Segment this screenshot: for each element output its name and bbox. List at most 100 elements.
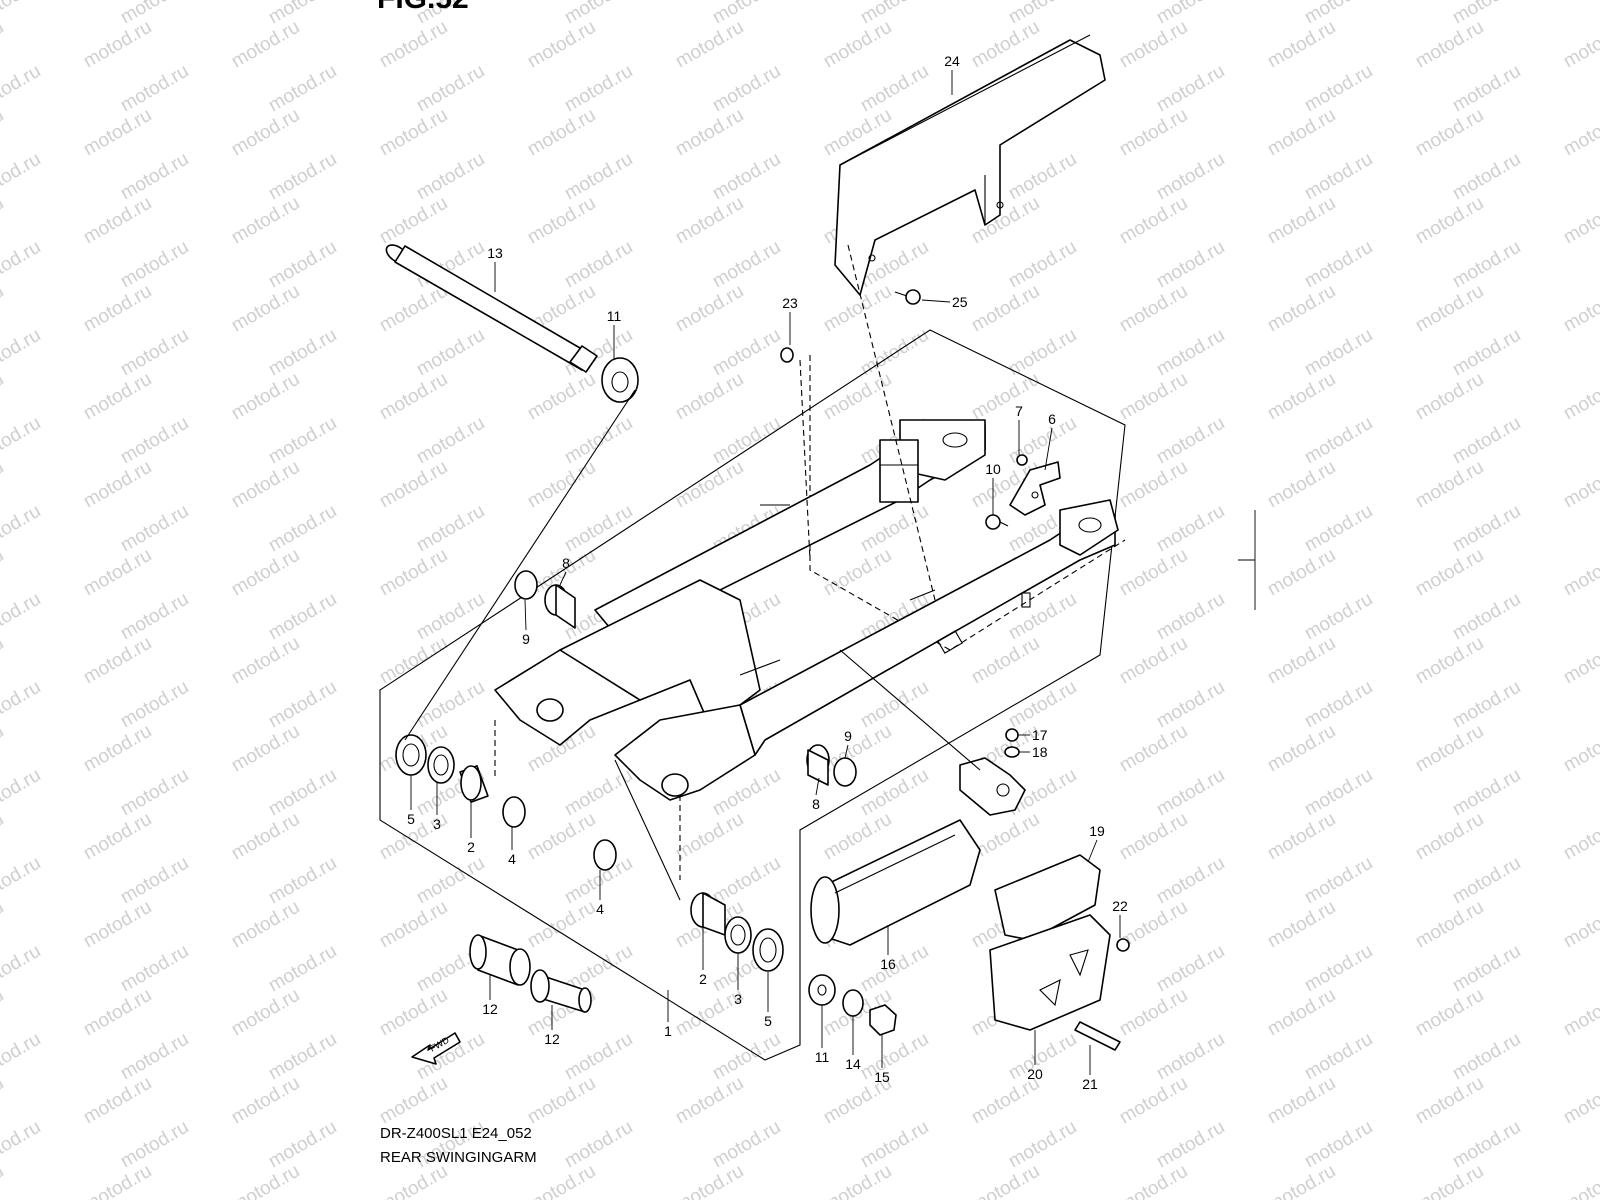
watermark-text: motod.ru [1560,721,1600,777]
bolt-22 [1116,938,1130,952]
watermark-text: motod.ru [1301,853,1376,909]
watermark-text: motod.ru [524,1073,599,1129]
bolt-10 [985,514,1009,530]
watermark-text: motod.ru [117,149,192,205]
leader-lines [410,70,1256,1075]
callout-19: 19 [1089,823,1105,839]
watermark-text: motod.ru [1116,1161,1191,1200]
watermark-text: motod.ru [1412,281,1487,337]
callout-9: 9 [844,728,852,744]
washer-3-left [427,746,455,784]
callout-3: 3 [734,991,742,1007]
watermark-text: motod.ru [1116,809,1191,865]
axle-hardware [808,974,897,1036]
watermark-text: motod.ru [1153,677,1228,733]
watermark-text: motod.ru [524,17,599,73]
watermark-text: motod.ru [1116,545,1191,601]
watermark-text: motod.ru [1560,193,1600,249]
callouts: 1 2 2 3 3 4 4 5 5 6 7 8 8 9 9 10 11 11 1… [407,53,1128,1092]
watermark-text: motod.ru [857,765,932,821]
watermark-text: motod.ru [857,0,932,28]
watermark-text: motod.ru [228,193,303,249]
watermark-text: motod.ru [820,17,895,73]
watermark-text: motod.ru [265,149,340,205]
watermark-text: motod.ru [524,369,599,425]
watermark-text: motod.ru [117,589,192,645]
watermark-text: motod.ru [1301,589,1376,645]
watermark-text: motod.ru [117,61,192,117]
callout-8: 8 [562,555,570,571]
watermark-text: motod.ru [709,61,784,117]
bolt-21 [1074,1021,1121,1051]
watermark-text: motod.ru [376,985,451,1041]
watermark-text: motod.ru [1005,1117,1080,1173]
model-code: DR-Z400SL1 E24_052 [380,1125,532,1142]
watermark-text: motod.ru [1153,237,1228,293]
callout-3: 3 [433,816,441,832]
watermark-text: motod.ru [376,1161,451,1200]
watermark-text: motod.ru [117,325,192,381]
watermark-text: motod.ru [820,545,895,601]
watermark-text: motod.ru [0,809,7,865]
watermark-text: motod.ru [0,1161,7,1200]
bearing-set-left [395,570,576,828]
chain-slider [810,819,981,946]
watermark-text: motod.ru [0,17,7,73]
watermark-text: motod.ru [1153,149,1228,205]
chain-guide [989,854,1130,1051]
watermark-text: motod.ru [0,193,7,249]
watermark-text: motod.ru [265,1029,340,1085]
watermark-text: motod.ru [1412,545,1487,601]
watermark-text: motod.ru [672,193,747,249]
watermark-text: motod.ru [524,897,599,953]
washer-upper [601,357,639,403]
watermark-text: motod.ru [228,105,303,161]
watermark-text: motod.ru [709,325,784,381]
watermark-text: motod.ru [1301,149,1376,205]
watermark-text: motod.ru [1301,677,1376,733]
watermark-text: motod.ru [820,721,895,777]
seal-5-left [395,734,427,776]
watermark-text: motod.ru [80,193,155,249]
watermark-text: motod.ru [0,633,7,689]
watermark-text: motod.ru [80,1161,155,1200]
watermark-text: motod.ru [0,61,44,117]
watermark-text: motod.ru [1449,677,1524,733]
watermark-text: motod.ru [0,853,44,909]
watermark-text: motod.ru [1153,413,1228,469]
assembly-name: REAR SWINGINGARM [380,1149,537,1166]
watermark-text: motod.ru [228,281,303,337]
watermark-text: motod.ru [80,369,155,425]
watermark-text: motod.ru [1412,17,1487,73]
watermark-text: motod.ru [117,1029,192,1085]
watermark-text: motod.ru [0,721,7,777]
watermark-text: motod.ru [1412,985,1487,1041]
watermark-text: motod.ru [1153,853,1228,909]
watermark-text: motod.ru [561,1029,636,1085]
watermark-text: motod.ru [376,897,451,953]
watermark-text: motod.ru [1005,677,1080,733]
watermark-text: motod.ru [1449,1117,1524,1173]
guide-19 [994,854,1101,941]
washer-18 [1004,746,1020,758]
watermark-text: motod.ru [1264,105,1339,161]
watermark-text: motod.ru [376,17,451,73]
watermark-text: motod.ru [0,765,44,821]
callout-24: 24 [944,53,960,69]
chain-guard [834,34,1106,296]
watermark-text: motod.ru [1449,325,1524,381]
callout-11: 11 [815,1049,830,1065]
watermark-text: motod.ru [1153,589,1228,645]
watermark-text: motod.ru [1560,17,1600,73]
watermark-text: motod.ru [80,633,155,689]
watermark-text: motod.ru [0,457,7,513]
assembly-boundary [379,329,1126,1061]
watermark-text: motod.ru [80,985,155,1041]
callout-18: 18 [1032,744,1048,760]
watermark-text: motod.ru [265,61,340,117]
watermark-text: motod.ru [1005,237,1080,293]
watermark-text: motod.ru [672,281,747,337]
callout-9: 9 [522,631,530,647]
watermark-text: motod.ru [1449,61,1524,117]
watermark-text: motod.ru [376,105,451,161]
